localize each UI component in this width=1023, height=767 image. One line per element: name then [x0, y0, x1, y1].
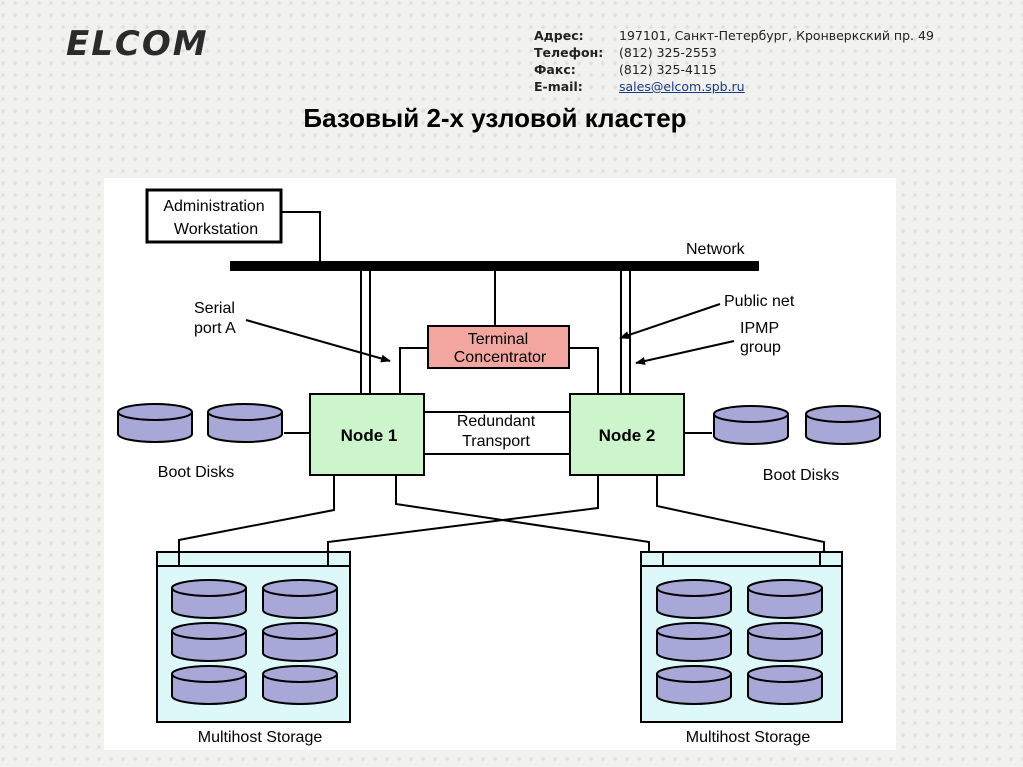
- contact-info: Адрес: 197101, Санкт-Петербург, Кронверк…: [534, 27, 934, 95]
- page-title: Базовый 2-х узловой кластер: [303, 103, 687, 133]
- boot-disks-left: Boot Disks: [117, 403, 283, 481]
- multihost-storage-right: Multihost Storage: [640, 551, 843, 746]
- boot-disks-right-label: Boot Disks: [763, 467, 839, 484]
- serial-port-label-line1: Serial: [194, 300, 235, 317]
- contact-value: (812) 325-2553: [619, 45, 717, 60]
- email-link[interactable]: sales@elcom.spb.ru: [619, 79, 745, 94]
- contact-phone: Телефон: (812) 325-2553: [534, 44, 934, 61]
- disk-icon: [656, 622, 732, 662]
- cluster-diagram: Administration Workstation Network Seria…: [104, 178, 896, 750]
- contact-label: Адрес:: [534, 28, 584, 43]
- disk-icon: [171, 665, 247, 705]
- network-bus: [230, 261, 759, 271]
- storage-left-label: Multihost Storage: [198, 729, 323, 746]
- redundant-label-line2: Transport: [462, 433, 530, 450]
- elcom-logo: ELCOM: [66, 24, 209, 64]
- serial-port-label-line2: port A: [194, 320, 236, 337]
- contact-fax: Факс: (812) 325-4115: [534, 61, 934, 78]
- connection-lines: [178, 211, 825, 552]
- node-1: Node 1: [309, 393, 425, 476]
- disk-icon: [747, 579, 823, 619]
- label-arrows: [245, 303, 735, 365]
- disk-icon: [171, 622, 247, 662]
- contact-address: Адрес: 197101, Санкт-Петербург, Кронверк…: [534, 27, 934, 44]
- admin-workstation: Administration Workstation: [145, 188, 283, 244]
- disk-icon: [262, 665, 338, 705]
- terminal-concentrator: Terminal Concentrator: [427, 325, 570, 369]
- disk-icon: [747, 665, 823, 705]
- node-1-label: Node 1: [341, 426, 398, 445]
- contact-email: E-mail: sales@elcom.spb.ru: [534, 78, 934, 95]
- disk-icon: [262, 622, 338, 662]
- disk-icon: [117, 403, 193, 443]
- contact-label: Телефон:: [534, 45, 604, 60]
- node-2-label: Node 2: [599, 426, 656, 445]
- network-label: Network: [686, 241, 746, 258]
- node-2: Node 2: [569, 393, 685, 476]
- storage-right-label: Multihost Storage: [686, 729, 811, 746]
- public-net-label: Public net: [724, 293, 795, 310]
- disk-icon: [805, 405, 881, 445]
- disk-icon: [171, 579, 247, 619]
- boot-disks-left-label: Boot Disks: [158, 464, 234, 481]
- disk-icon: [713, 405, 789, 445]
- ipmp-label-line1: IPMP: [740, 320, 779, 337]
- admin-label-line1: Administration: [163, 198, 264, 215]
- boot-disks-right: Boot Disks: [713, 405, 881, 484]
- contact-value: 197101, Санкт-Петербург, Кронверкский пр…: [619, 28, 934, 43]
- disk-icon: [656, 665, 732, 705]
- terminal-label-line2: Concentrator: [454, 349, 547, 366]
- contact-label: E-mail:: [534, 79, 583, 94]
- disk-icon: [747, 622, 823, 662]
- disk-icon: [207, 403, 283, 443]
- contact-value: (812) 325-4115: [619, 62, 717, 77]
- disk-icon: [262, 579, 338, 619]
- ipmp-label-line2: group: [740, 339, 781, 356]
- multihost-storage-left: Multihost Storage: [156, 551, 351, 746]
- admin-label-line2: Workstation: [174, 221, 258, 238]
- redundant-label-line1: Redundant: [457, 413, 536, 430]
- terminal-label-line1: Terminal: [468, 331, 528, 348]
- contact-label: Факс:: [534, 62, 576, 77]
- disk-icon: [656, 579, 732, 619]
